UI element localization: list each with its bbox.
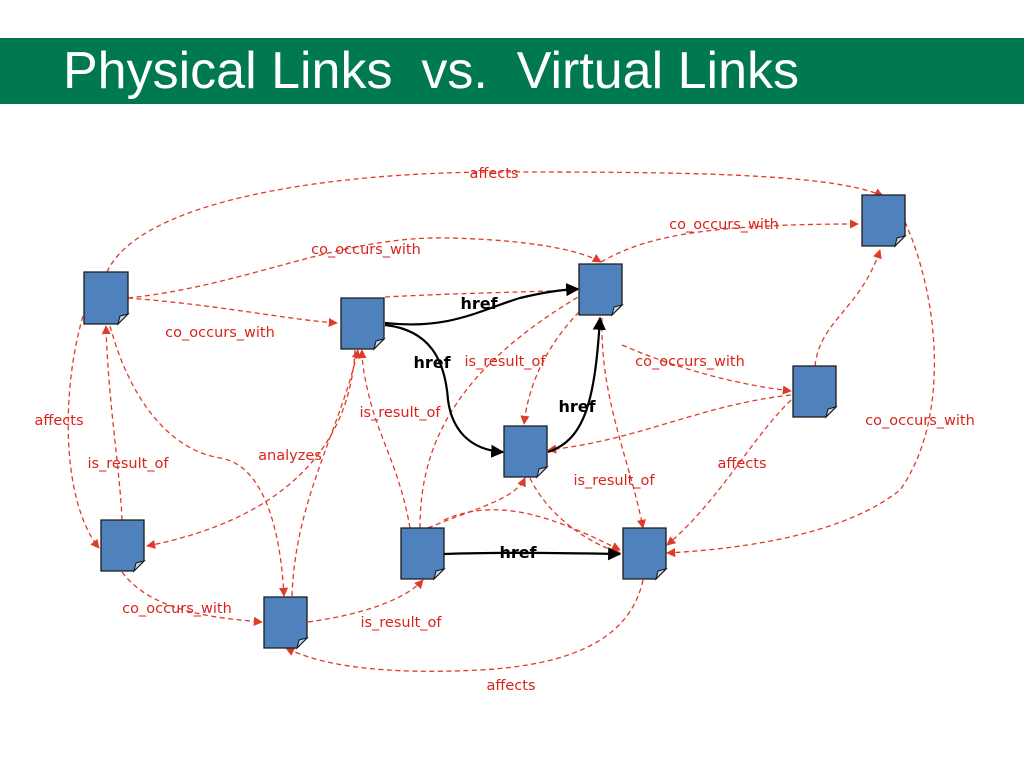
document-icon [622,527,668,581]
physical-link-labels: href href href href [413,294,596,562]
virtual-link-label: is_result_of [360,615,442,631]
virtual-link-cooccurs-upper [127,237,602,299]
virtual-link-label: is_result_of [87,456,169,472]
physical-links [384,283,622,561]
physical-link-mid-to-top [384,283,580,326]
physical-link-label: href [499,543,537,562]
virtual-link-label: analyzes [258,448,322,464]
document-icon [100,519,146,573]
virtual-link-top-to-center [520,305,586,425]
virtual-link-label: affects [34,413,83,429]
virtual-link-cooccurs-left-mid [127,297,338,328]
document-icon [792,365,838,419]
virtual-link-label: affects [486,678,535,694]
physical-link-center-to-top [547,316,606,454]
virtual-link-labels: affects co_occurs_with co_occurs_with co… [34,166,974,694]
virtual-link-left-to-bottom [109,325,289,597]
physical-link-label: href [558,397,596,416]
virtual-link-label: is_result_of [464,354,546,370]
virtual-link-right-to-topright [814,249,882,367]
physical-link-label: href [413,353,451,372]
slide-title: Physical Links vs. Virtual Links [63,42,799,100]
virtual-link-cooccurs-top-right [600,219,859,263]
virtual-link-affects-bottom [285,579,644,672]
physical-link-mid-to-center [384,323,505,458]
physical-link-lowmid-to-bottomright [443,547,622,561]
virtual-link-label: co_occurs_with [669,217,779,233]
virtual-link-lowmid-to-top [419,289,591,529]
virtual-link-right-to-center [547,394,792,454]
virtual-link-is-result-of-bottom [307,579,424,623]
virtual-link-label: is_result_of [359,405,441,421]
virtual-links [67,171,936,672]
physical-link-label: href [460,294,498,313]
virtual-link-label: co_occurs_with [865,413,975,429]
virtual-link-analyzes [146,349,356,549]
document-icon [340,297,386,351]
virtual-link-label: co_occurs_with [635,354,745,370]
virtual-link-lowmid-to-mid [357,349,411,529]
virtual-link-label: affects [717,456,766,472]
virtual-link-is-result-of-left [101,325,123,521]
virtual-link-label: co_occurs_with [311,242,421,258]
virtual-link-lowmid-to-bottomright [443,509,621,551]
virtual-link-center-to-bottomright [529,477,621,555]
title-bar: Physical Links vs. Virtual Links [0,38,1024,104]
virtual-link-affects-top [106,171,884,273]
virtual-link-top-to-bottomright [601,317,646,529]
virtual-link-cooccurs-right [621,344,792,395]
virtual-link-lowmid-to-center [427,477,526,529]
document-icon [503,425,549,479]
virtual-link-label: co_occurs_with [165,325,275,341]
document-nodes [83,194,907,650]
virtual-link-label: is_result_of [573,473,655,489]
document-icon [400,527,446,581]
virtual-link-bottom-to-mid [291,349,361,597]
virtual-link-affects-right [666,399,792,546]
virtual-link-label: affects [469,166,518,182]
virtual-link-affects-left [67,299,100,549]
document-icon [578,263,624,317]
document-icon [83,271,130,326]
document-icon [263,596,309,650]
virtual-link-label: co_occurs_with [122,601,232,617]
document-icon [861,194,907,248]
virtual-link-cooccurs-bottom-left [121,571,263,626]
